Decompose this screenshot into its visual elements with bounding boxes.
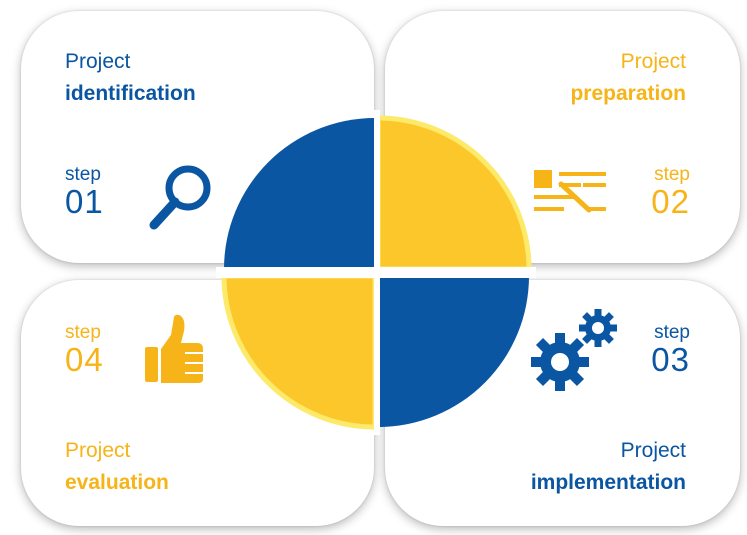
step-label: step: [654, 164, 690, 185]
title-line-2: evaluation: [65, 471, 169, 494]
step-card-implementation: step 03 Project implementation: [385, 280, 740, 526]
thumbs-up-icon: [145, 314, 203, 383]
step-number-block: step 03: [651, 323, 690, 376]
gears-icon: [531, 309, 617, 391]
step-label: step: [65, 164, 101, 185]
title-line-2: preparation: [570, 82, 686, 105]
step-number-block: step 02: [651, 165, 690, 218]
step-card-identification: Project identification step 01: [21, 11, 374, 263]
step-number-block: step 04: [65, 323, 104, 376]
card-title: Project implementation: [531, 435, 686, 499]
title-line-2: identification: [65, 82, 196, 105]
step-label: step: [654, 322, 690, 343]
magnifier-icon: [149, 165, 211, 230]
step-number: 01: [65, 183, 104, 220]
wheel-divider-horizontal: [216, 267, 536, 278]
card-title: Project identification: [65, 46, 196, 110]
card-title: Project evaluation: [65, 435, 169, 499]
document-edit-icon: [534, 170, 606, 213]
wheel-divider-vertical: [374, 110, 380, 435]
step-label: step: [65, 322, 101, 343]
step-number: 03: [651, 341, 690, 378]
title-line-1: Project: [65, 439, 131, 462]
title-line-1: Project: [620, 439, 686, 462]
step-card-preparation: Project preparation step 02: [385, 11, 740, 263]
step-card-evaluation: step 04 Project evaluation: [21, 280, 374, 526]
title-line-1: Project: [65, 50, 131, 73]
title-line-2: implementation: [530, 471, 686, 494]
step-number: 02: [651, 183, 690, 220]
title-line-1: Project: [620, 50, 686, 73]
step-number: 04: [65, 341, 104, 378]
step-number-block: step 01: [65, 165, 104, 218]
card-title: Project preparation: [570, 46, 686, 110]
